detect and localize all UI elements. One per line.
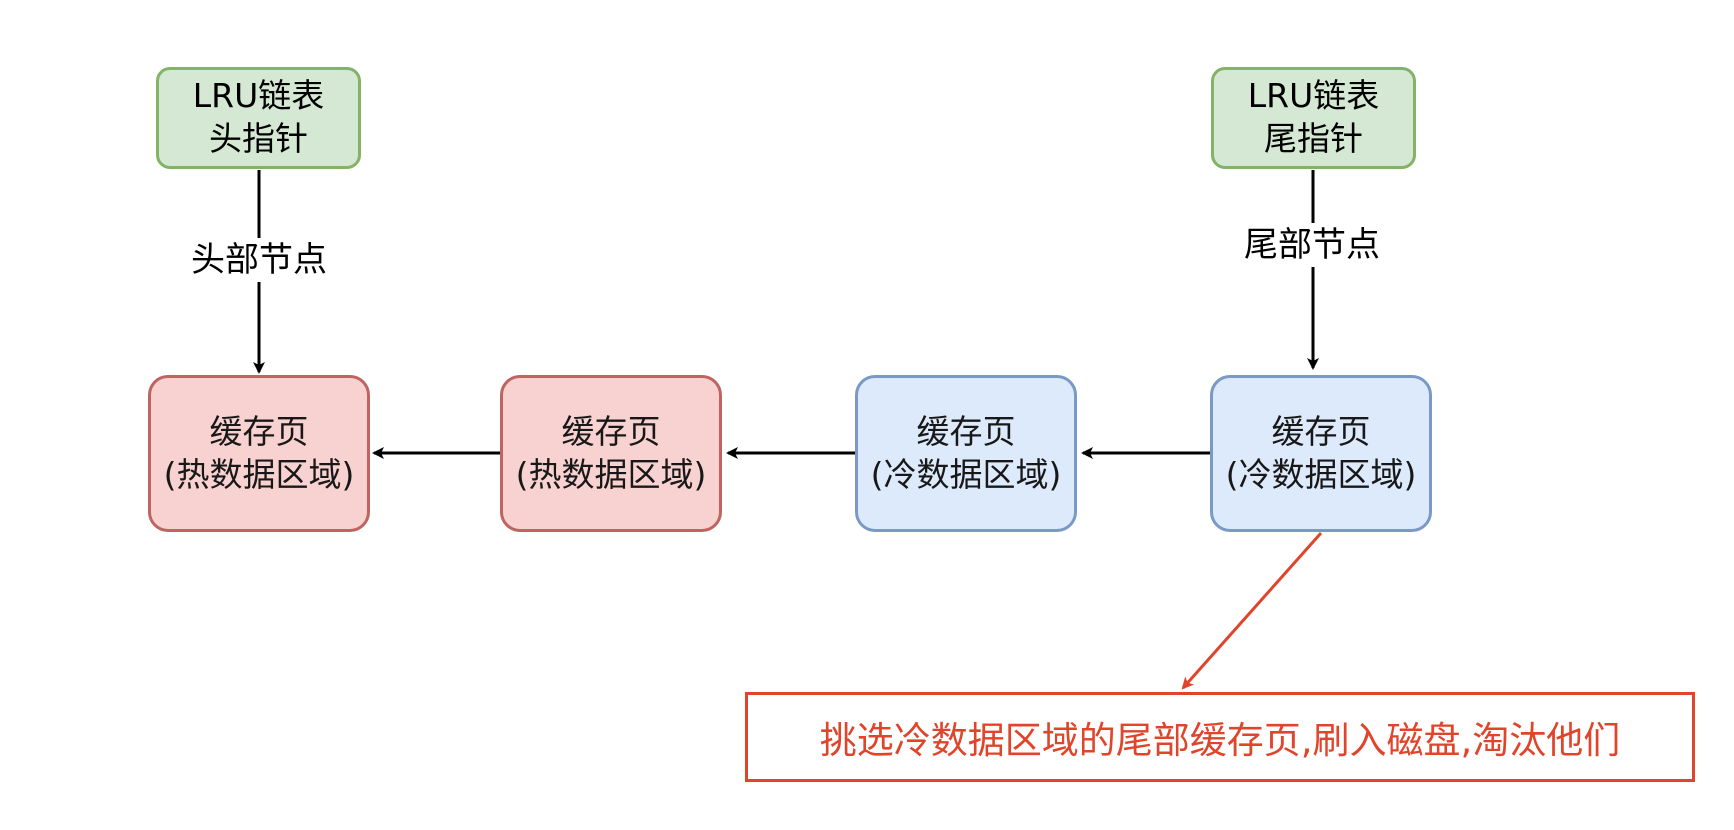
- page-zone: (热数据区域): [515, 454, 707, 494]
- cache-page-hot-2: 缓存页 (热数据区域): [500, 375, 722, 532]
- page-title: 缓存页: [1271, 411, 1371, 451]
- eviction-note: 挑选冷数据区域的尾部缓存页,刷入磁盘,淘汰他们: [745, 692, 1695, 782]
- head-node-label: 头部节点: [179, 238, 339, 282]
- head-pointer-line1: LRU链表: [192, 76, 325, 116]
- tail-pointer-box: LRU链表 尾指针: [1211, 67, 1416, 169]
- page-title: 缓存页: [209, 411, 309, 451]
- page-zone: (冷数据区域): [1225, 454, 1417, 494]
- head-pointer-box: LRU链表 头指针: [156, 67, 361, 169]
- tail-pointer-line2: 尾指针: [1264, 119, 1363, 158]
- tail-pointer-line1: LRU链表: [1247, 76, 1380, 116]
- page-zone: (热数据区域): [163, 454, 355, 494]
- cache-page-hot-1: 缓存页 (热数据区域): [148, 375, 370, 532]
- eviction-note-text: 挑选冷数据区域的尾部缓存页,刷入磁盘,淘汰他们: [819, 719, 1621, 762]
- cache-page-cold-1: 缓存页 (冷数据区域): [855, 375, 1077, 532]
- page-zone: (冷数据区域): [870, 454, 1062, 494]
- cache-page-cold-2: 缓存页 (冷数据区域): [1210, 375, 1432, 532]
- head-pointer-line2: 头指针: [209, 119, 308, 158]
- page-title: 缓存页: [561, 411, 661, 451]
- page-title: 缓存页: [916, 411, 1016, 451]
- tail-node-label: 尾部节点: [1232, 223, 1392, 267]
- eviction-arrow: [1181, 532, 1323, 690]
